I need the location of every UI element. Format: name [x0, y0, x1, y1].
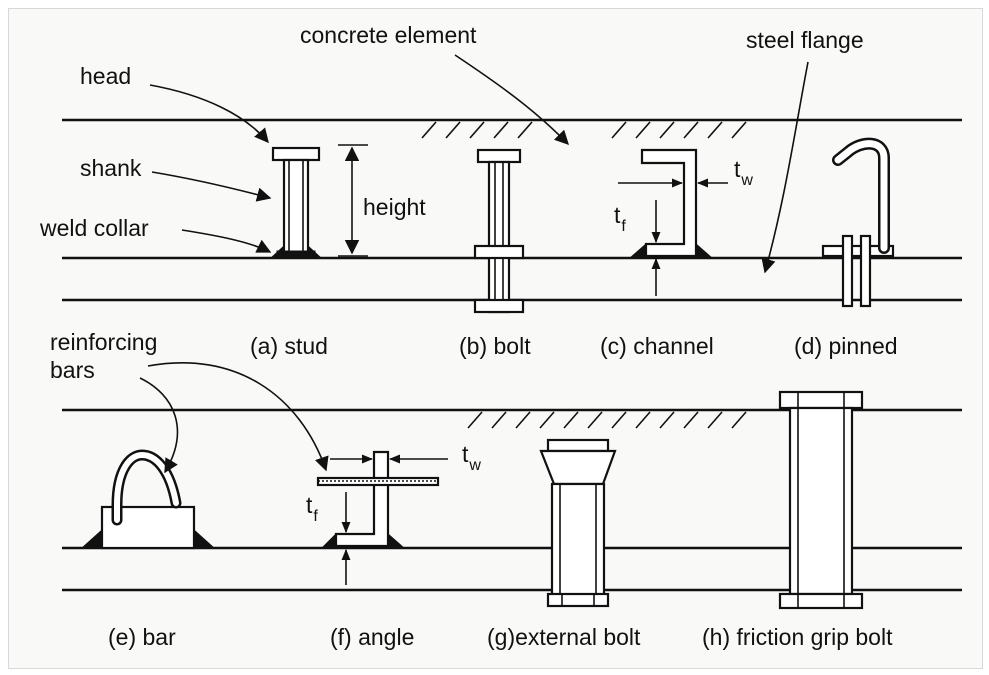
bottom-row: reinforcing bars tw tf (e) bar (f) angle… — [50, 329, 962, 650]
weld-collar-label: weld collar — [39, 215, 149, 241]
tw-symbol-bottom: tw — [462, 441, 481, 474]
reinforcing-bars-arrows — [139, 361, 329, 474]
steel-flange-arrow — [761, 61, 809, 274]
stud-connector — [269, 146, 323, 259]
concrete-element-label: concrete element — [300, 22, 477, 48]
caption-friction-grip-bolt: (h) friction grip bolt — [702, 624, 893, 650]
head-label: head — [80, 63, 131, 89]
angle-connector — [316, 450, 448, 585]
caption-angle: (f) angle — [330, 624, 414, 650]
weld-collar-arrow — [181, 229, 272, 253]
top-row: head shank weld collar height concrete e… — [39, 22, 962, 359]
tw-symbol-top: tw — [734, 156, 753, 189]
top-leader-arrows — [149, 54, 809, 274]
head-arrow — [149, 84, 269, 144]
pinned-connector — [821, 137, 895, 308]
height-dimension — [338, 144, 368, 257]
shank-label: shank — [80, 155, 142, 181]
channel-connector — [618, 148, 728, 296]
caption-stud: (a) stud — [250, 333, 328, 359]
bolt-connector — [473, 148, 525, 314]
concrete-element-arrow — [454, 54, 570, 146]
height-label: height — [363, 194, 426, 220]
caption-external-bolt: (g)external bolt — [487, 624, 641, 650]
reinforcing-arrow-bar — [139, 377, 179, 474]
concrete-hatching — [421, 121, 747, 139]
steel-flange-label: steel flange — [746, 27, 864, 53]
tf-symbol-top: tf — [614, 202, 626, 235]
caption-channel: (c) channel — [600, 333, 714, 359]
caption-bolt: (b) bolt — [459, 333, 531, 359]
concrete-hatching-2 — [467, 411, 747, 429]
tf-symbol-bottom: tf — [306, 492, 318, 525]
bar-connector — [80, 449, 216, 550]
external-bolt-connector — [539, 438, 617, 608]
bars-label: bars — [50, 357, 95, 383]
friction-grip-bolt-connector — [778, 390, 864, 610]
shank-arrow — [151, 171, 272, 202]
caption-bar: (e) bar — [108, 624, 176, 650]
reinforcing-arrow-angle — [147, 361, 329, 472]
caption-pinned: (d) pinned — [794, 333, 898, 359]
reinforcing-label: reinforcing — [50, 329, 157, 355]
